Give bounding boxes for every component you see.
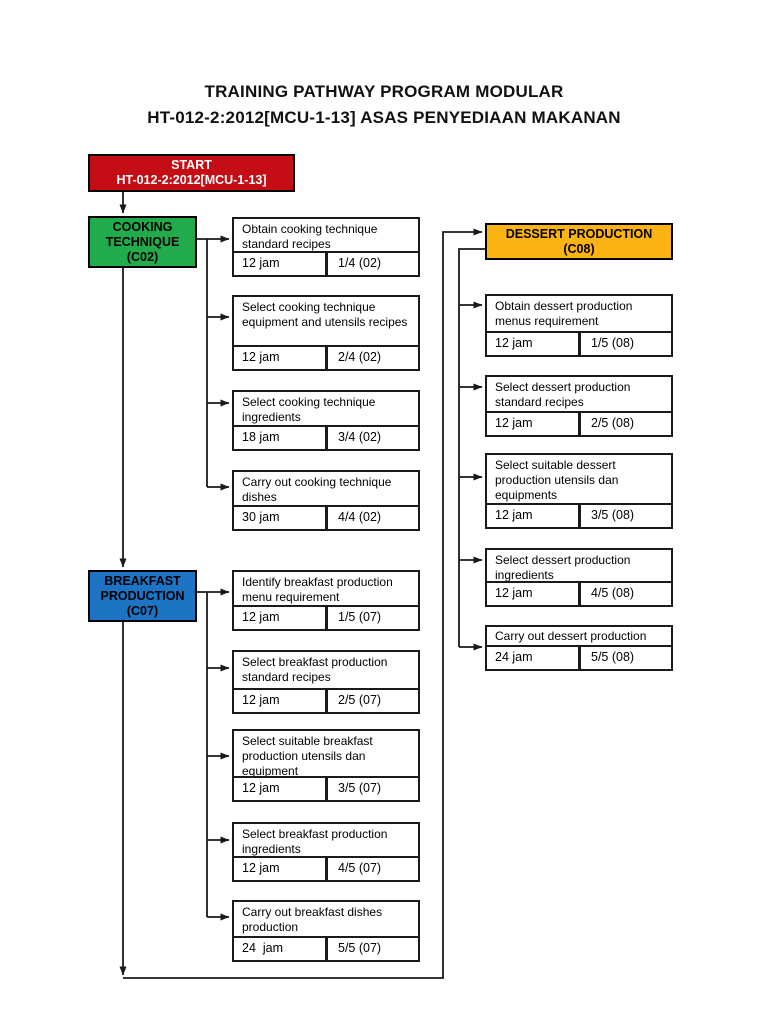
task-hours-row: 12 jam 2/5 (08) (485, 411, 673, 437)
start-box: START HT-012-2:2012[MCU-1-13] (88, 154, 295, 192)
task-hours-row: 12 jam 1/5 (07) (232, 605, 420, 631)
task-hours-row: 18 jam 3/4 (02) (232, 425, 420, 451)
task-sequence: 2/4 (02) (327, 345, 420, 371)
task-duration: 12 jam (232, 345, 327, 371)
dessert-spine (458, 248, 485, 647)
task-hours-row: 12 jam 1/5 (08) (485, 331, 673, 357)
task-box: Obtain dessert production menus requirem… (485, 294, 673, 357)
task-sequence: 3/4 (02) (327, 425, 420, 451)
module-breakfast-production: BREAKFAST PRODUCTION (C07) (88, 570, 197, 622)
task-hours-row: 24 jam 5/5 (07) (232, 936, 420, 962)
module-code: (C07) (126, 603, 159, 618)
module-name: BREAKFAST PRODUCTION (100, 573, 185, 603)
task-sequence: 1/4 (02) (327, 251, 420, 277)
task-sequence: 1/5 (08) (580, 331, 673, 357)
start-code: HT-012-2:2012[MCU-1-13] (116, 173, 267, 187)
task-sequence: 4/4 (02) (327, 505, 420, 531)
task-title: Select breakfast production standard rec… (232, 650, 420, 690)
task-box: Select breakfast production standard rec… (232, 650, 420, 714)
task-title: Select cooking technique equipment and u… (232, 295, 420, 347)
task-sequence: 4/5 (07) (327, 856, 420, 882)
task-hours-row: 12 jam 2/4 (02) (232, 345, 420, 371)
task-duration: 18 jam (232, 425, 327, 451)
task-duration: 24 jam (485, 645, 580, 671)
task-sequence: 1/5 (07) (327, 605, 420, 631)
task-sequence: 2/5 (08) (580, 411, 673, 437)
connector-bottom-to-dessert (123, 228, 483, 979)
task-duration: 30 jam (232, 505, 327, 531)
task-box: Carry out cooking technique dishes 30 ja… (232, 470, 420, 531)
task-box: Select dessert production ingredients 12… (485, 548, 673, 607)
task-duration: 12 jam (485, 503, 580, 529)
task-title: Carry out breakfast dishes production (232, 900, 420, 938)
task-box: Obtain cooking technique standard recipe… (232, 217, 420, 277)
task-duration: 12 jam (232, 251, 327, 277)
task-title: Obtain dessert production menus requirem… (485, 294, 673, 333)
task-sequence: 2/5 (07) (327, 688, 420, 714)
task-box: Select cooking technique ingredients 18 … (232, 390, 420, 451)
task-hours-row: 12 jam 2/5 (07) (232, 688, 420, 714)
task-duration: 12 jam (485, 581, 580, 607)
task-sequence: 5/5 (07) (327, 936, 420, 962)
task-hours-row: 12 jam 4/5 (08) (485, 581, 673, 607)
page-title: TRAINING PATHWAY PROGRAM MODULAR (204, 82, 564, 101)
task-title: Obtain cooking technique standard recipe… (232, 217, 420, 253)
task-title: Select cooking technique ingredients (232, 390, 420, 427)
task-duration: 24 jam (232, 936, 327, 962)
module-code: (C02) (126, 249, 159, 264)
task-hours-row: 12 jam 3/5 (08) (485, 503, 673, 529)
task-duration: 12 jam (485, 331, 580, 357)
task-hours-row: 12 jam 3/5 (07) (232, 776, 420, 802)
task-box: Select suitable breakfast production ute… (232, 729, 420, 802)
task-hours-row: 12 jam 4/5 (07) (232, 856, 420, 882)
module-name: DESSERT PRODUCTION (505, 226, 653, 241)
task-sequence: 5/5 (08) (580, 645, 673, 671)
task-duration: 12 jam (232, 688, 327, 714)
task-sequence: 3/5 (08) (580, 503, 673, 529)
task-box: Carry out breakfast dishes production 24… (232, 900, 420, 962)
task-box: Select dessert production standard recip… (485, 375, 673, 437)
module-dessert-production: DESSERT PRODUCTION (C08) (485, 223, 673, 260)
task-hours-row: 12 jam 1/4 (02) (232, 251, 420, 277)
module-name: COOKING TECHNIQUE (105, 219, 180, 249)
task-title: Select breakfast production ingredients (232, 822, 420, 858)
task-hours-row: 30 jam 4/4 (02) (232, 505, 420, 531)
task-box: Carry out dessert production 24 jam 5/5 … (485, 625, 673, 671)
module-code: (C08) (563, 241, 595, 256)
task-title: Select dessert production ingredients (485, 548, 673, 583)
task-duration: 12 jam (485, 411, 580, 437)
page-subtitle: HT-012-2:2012[MCU-1-13] ASAS PENYEDIAAN … (147, 108, 621, 127)
task-box: Select breakfast production ingredients … (232, 822, 420, 882)
task-sequence: 4/5 (08) (580, 581, 673, 607)
task-title: Carry out dessert production (485, 625, 673, 647)
task-box: Select cooking technique equipment and u… (232, 295, 420, 371)
task-title: Select dessert production standard recip… (485, 375, 673, 413)
task-title: Select suitable dessert production utens… (485, 453, 673, 505)
task-title: Identify breakfast production menu requi… (232, 570, 420, 607)
task-title: Carry out cooking technique dishes (232, 470, 420, 507)
task-title: Select suitable breakfast production ute… (232, 729, 420, 778)
task-hours-row: 24 jam 5/5 (08) (485, 645, 673, 671)
task-sequence: 3/5 (07) (327, 776, 420, 802)
task-box: Identify breakfast production menu requi… (232, 570, 420, 631)
task-duration: 12 jam (232, 776, 327, 802)
task-duration: 12 jam (232, 605, 327, 631)
start-label: START (171, 158, 212, 172)
task-box: Select suitable dessert production utens… (485, 453, 673, 529)
module-cooking-technique: COOKING TECHNIQUE (C02) (88, 216, 197, 268)
task-duration: 12 jam (232, 856, 327, 882)
